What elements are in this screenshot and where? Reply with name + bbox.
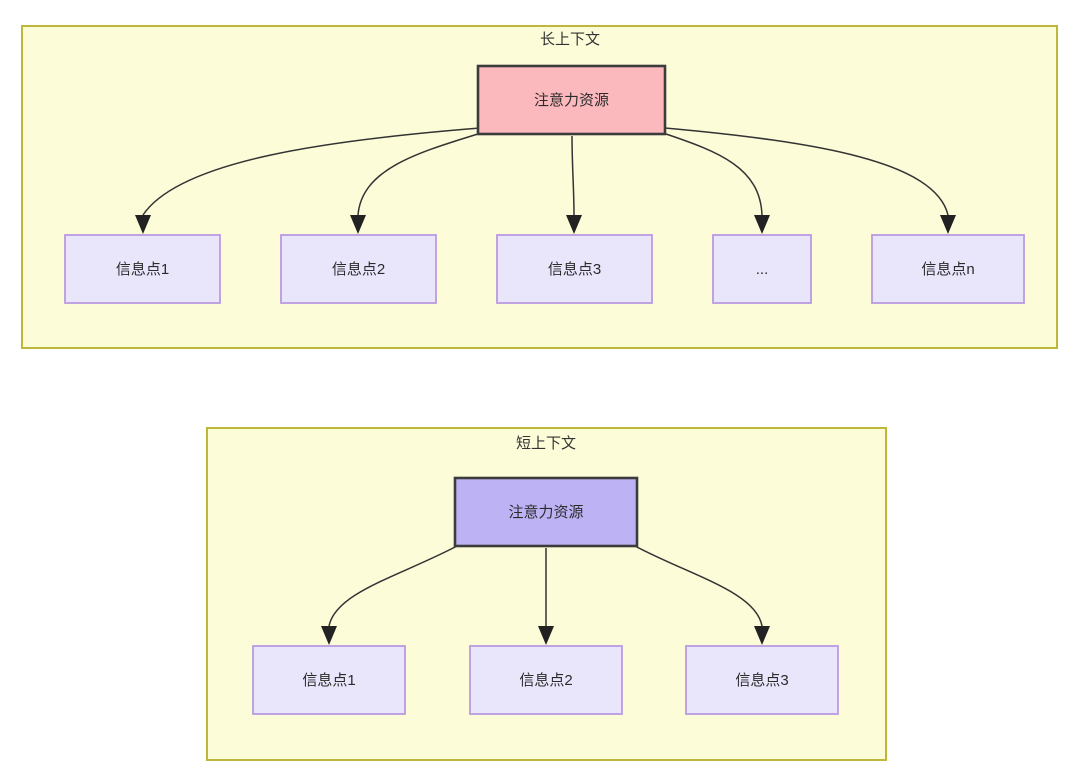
edge-short-root-to-leaf-3 bbox=[634, 545, 763, 627]
node-long-leaf-ellipsis[interactable]: ... bbox=[712, 234, 812, 304]
node-long-leaf-3-box[interactable] bbox=[496, 234, 653, 304]
arrowhead-long-5 bbox=[940, 215, 956, 234]
node-short-leaf-2[interactable]: 信息点2 bbox=[469, 645, 623, 715]
node-short-leaf-1[interactable]: 信息点1 bbox=[252, 645, 406, 715]
node-short-leaf-2-box[interactable] bbox=[469, 645, 623, 715]
node-short-attention-resource-box[interactable] bbox=[453, 476, 639, 548]
node-short-leaf-3-label: 信息点3 bbox=[735, 672, 788, 689]
node-long-leaf-3[interactable]: 信息点3 bbox=[496, 234, 653, 304]
arrowhead-long-2 bbox=[350, 215, 366, 234]
node-long-attention-resource-label: 注意力资源 bbox=[534, 91, 609, 109]
panel-long-context-title: 长上下文 bbox=[540, 31, 600, 48]
node-long-leaf-1-label: 信息点1 bbox=[116, 261, 169, 278]
panel-short-context: 短上下文 注意力资源 信息点1 信息点2 bbox=[206, 427, 887, 761]
arrowhead-short-1 bbox=[321, 626, 337, 645]
panel-long-context: 长上下文 注意力资源 信息点1 bbox=[21, 25, 1058, 349]
edge-long-root-to-leaf-5 bbox=[664, 127, 949, 216]
node-long-leaf-ellipsis-box[interactable] bbox=[712, 234, 812, 304]
node-long-leaf-n-label: 信息点n bbox=[921, 261, 974, 278]
arrowhead-long-1 bbox=[135, 215, 151, 234]
node-long-leaf-n-box[interactable] bbox=[871, 234, 1025, 304]
arrowhead-short-3 bbox=[754, 626, 770, 645]
node-long-leaf-3-label: 信息点3 bbox=[548, 261, 601, 278]
node-long-attention-resource-box[interactable] bbox=[476, 64, 667, 136]
arrowhead-long-3 bbox=[566, 215, 582, 234]
node-short-leaf-1-box[interactable] bbox=[252, 645, 406, 715]
node-long-leaf-2-label: 信息点2 bbox=[332, 261, 385, 278]
node-long-leaf-1-box[interactable] bbox=[64, 234, 221, 304]
panel-short-context-title: 短上下文 bbox=[516, 435, 576, 452]
node-short-leaf-3[interactable]: 信息点3 bbox=[685, 645, 839, 715]
node-short-leaf-2-label: 信息点2 bbox=[519, 672, 572, 689]
edge-long-root-to-leaf-1 bbox=[142, 127, 481, 216]
edge-long-root-to-leaf-4 bbox=[662, 132, 763, 216]
edge-long-root-to-leaf-2 bbox=[357, 132, 482, 216]
node-long-leaf-2[interactable]: 信息点2 bbox=[280, 234, 437, 304]
node-short-leaf-1-label: 信息点1 bbox=[302, 672, 355, 689]
node-long-leaf-1[interactable]: 信息点1 bbox=[64, 234, 221, 304]
edge-short-root-to-leaf-1 bbox=[328, 545, 458, 627]
arrowhead-short-2 bbox=[538, 626, 554, 645]
node-long-leaf-ellipsis-label: ... bbox=[756, 261, 769, 278]
node-short-attention-resource-label: 注意力资源 bbox=[508, 503, 583, 521]
edge-long-root-to-leaf-3 bbox=[571, 135, 575, 216]
node-long-attention-resource[interactable]: 注意力资源 bbox=[476, 64, 667, 136]
node-short-leaf-3-box[interactable] bbox=[685, 645, 839, 715]
node-short-attention-resource[interactable]: 注意力资源 bbox=[453, 476, 639, 548]
arrowhead-long-4 bbox=[754, 215, 770, 234]
node-long-leaf-2-box[interactable] bbox=[280, 234, 437, 304]
node-long-leaf-n[interactable]: 信息点n bbox=[871, 234, 1025, 304]
